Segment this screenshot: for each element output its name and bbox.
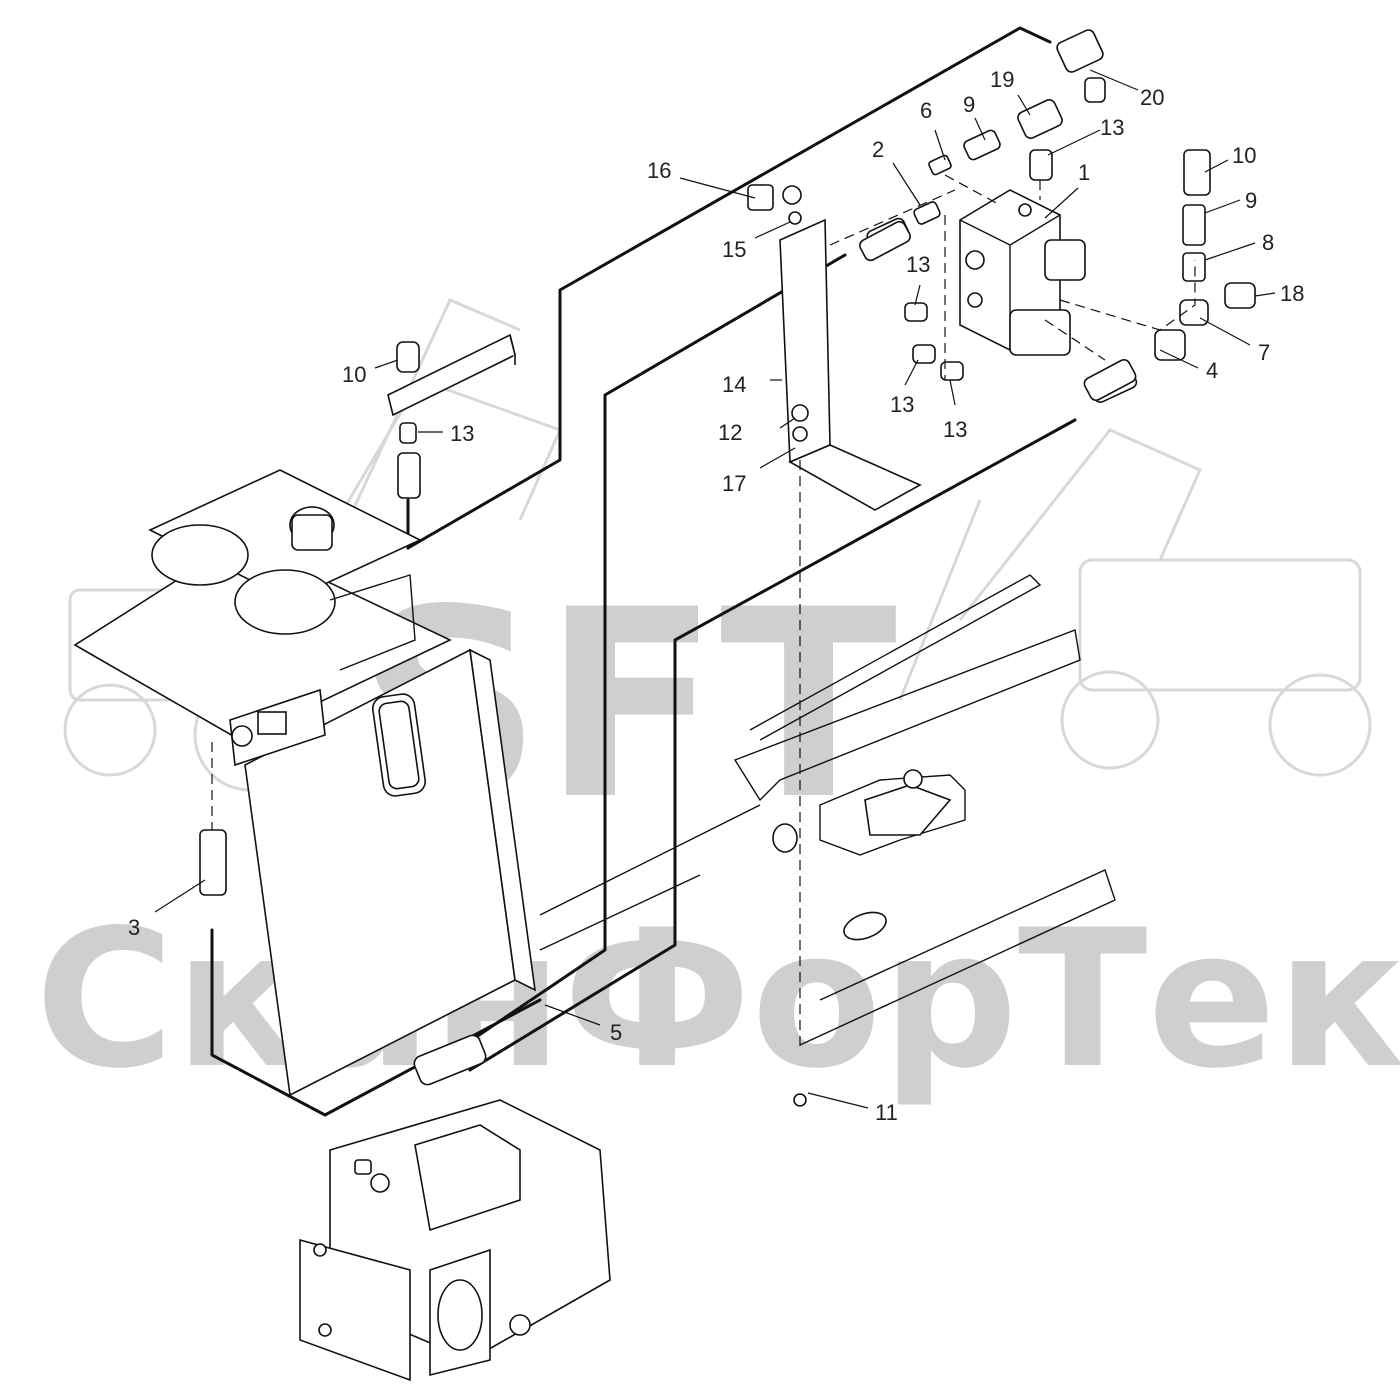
leader-lines bbox=[154, 69, 1276, 1109]
callout-10-left: 10 bbox=[342, 362, 366, 387]
callout-12: 12 bbox=[718, 420, 742, 445]
callout-13-left: 13 bbox=[450, 421, 474, 446]
callout-7: 7 bbox=[1258, 340, 1270, 365]
callout-13-center-top: 13 bbox=[906, 252, 930, 277]
callout-9-right: 9 bbox=[1245, 188, 1257, 213]
callout-5: 5 bbox=[610, 1020, 622, 1045]
callout-1: 1 bbox=[1078, 160, 1090, 185]
callout-9-top: 9 bbox=[963, 92, 975, 117]
valve-block-1 bbox=[959, 189, 1086, 356]
fittings-left-group bbox=[387, 333, 516, 499]
hydraulic-pump bbox=[299, 1099, 611, 1382]
callout-15: 15 bbox=[722, 237, 746, 262]
callout-10-right: 10 bbox=[1232, 143, 1256, 168]
assembly-guides bbox=[799, 174, 1196, 1050]
callout-labels: 1 2 3 4 5 6 7 8 9 9 10 10 11 12 13 13 13… bbox=[128, 67, 1304, 1125]
hose-line-top bbox=[406, 26, 1052, 550]
hydraulic-tank bbox=[73, 469, 536, 1097]
callout-14: 14 bbox=[722, 372, 746, 397]
watermark-tractor-right-icon bbox=[898, 428, 1372, 777]
callout-6: 6 bbox=[920, 98, 932, 123]
callout-4: 4 bbox=[1206, 358, 1218, 383]
callout-8: 8 bbox=[1262, 230, 1274, 255]
hose-line-middle bbox=[418, 253, 847, 1077]
callout-11: 11 bbox=[875, 1100, 898, 1125]
callout-13-center-left: 13 bbox=[890, 392, 914, 417]
callout-20: 20 bbox=[1140, 85, 1164, 110]
bracket-14 bbox=[747, 184, 922, 511]
hose-line-5 bbox=[468, 418, 1077, 1072]
watermark-company-name: СканФорТек bbox=[35, 889, 1400, 1110]
callout-13-top: 13 bbox=[1100, 115, 1124, 140]
callout-3: 3 bbox=[128, 915, 140, 940]
frame-rails bbox=[539, 574, 1116, 1107]
callout-13-center-bottom: 13 bbox=[943, 417, 967, 442]
callout-2: 2 bbox=[872, 137, 884, 162]
callout-18: 18 bbox=[1280, 281, 1304, 306]
callout-16: 16 bbox=[647, 158, 671, 183]
callout-17: 17 bbox=[722, 471, 746, 496]
hose-fittings bbox=[199, 220, 1137, 1086]
callout-19: 19 bbox=[990, 67, 1014, 92]
